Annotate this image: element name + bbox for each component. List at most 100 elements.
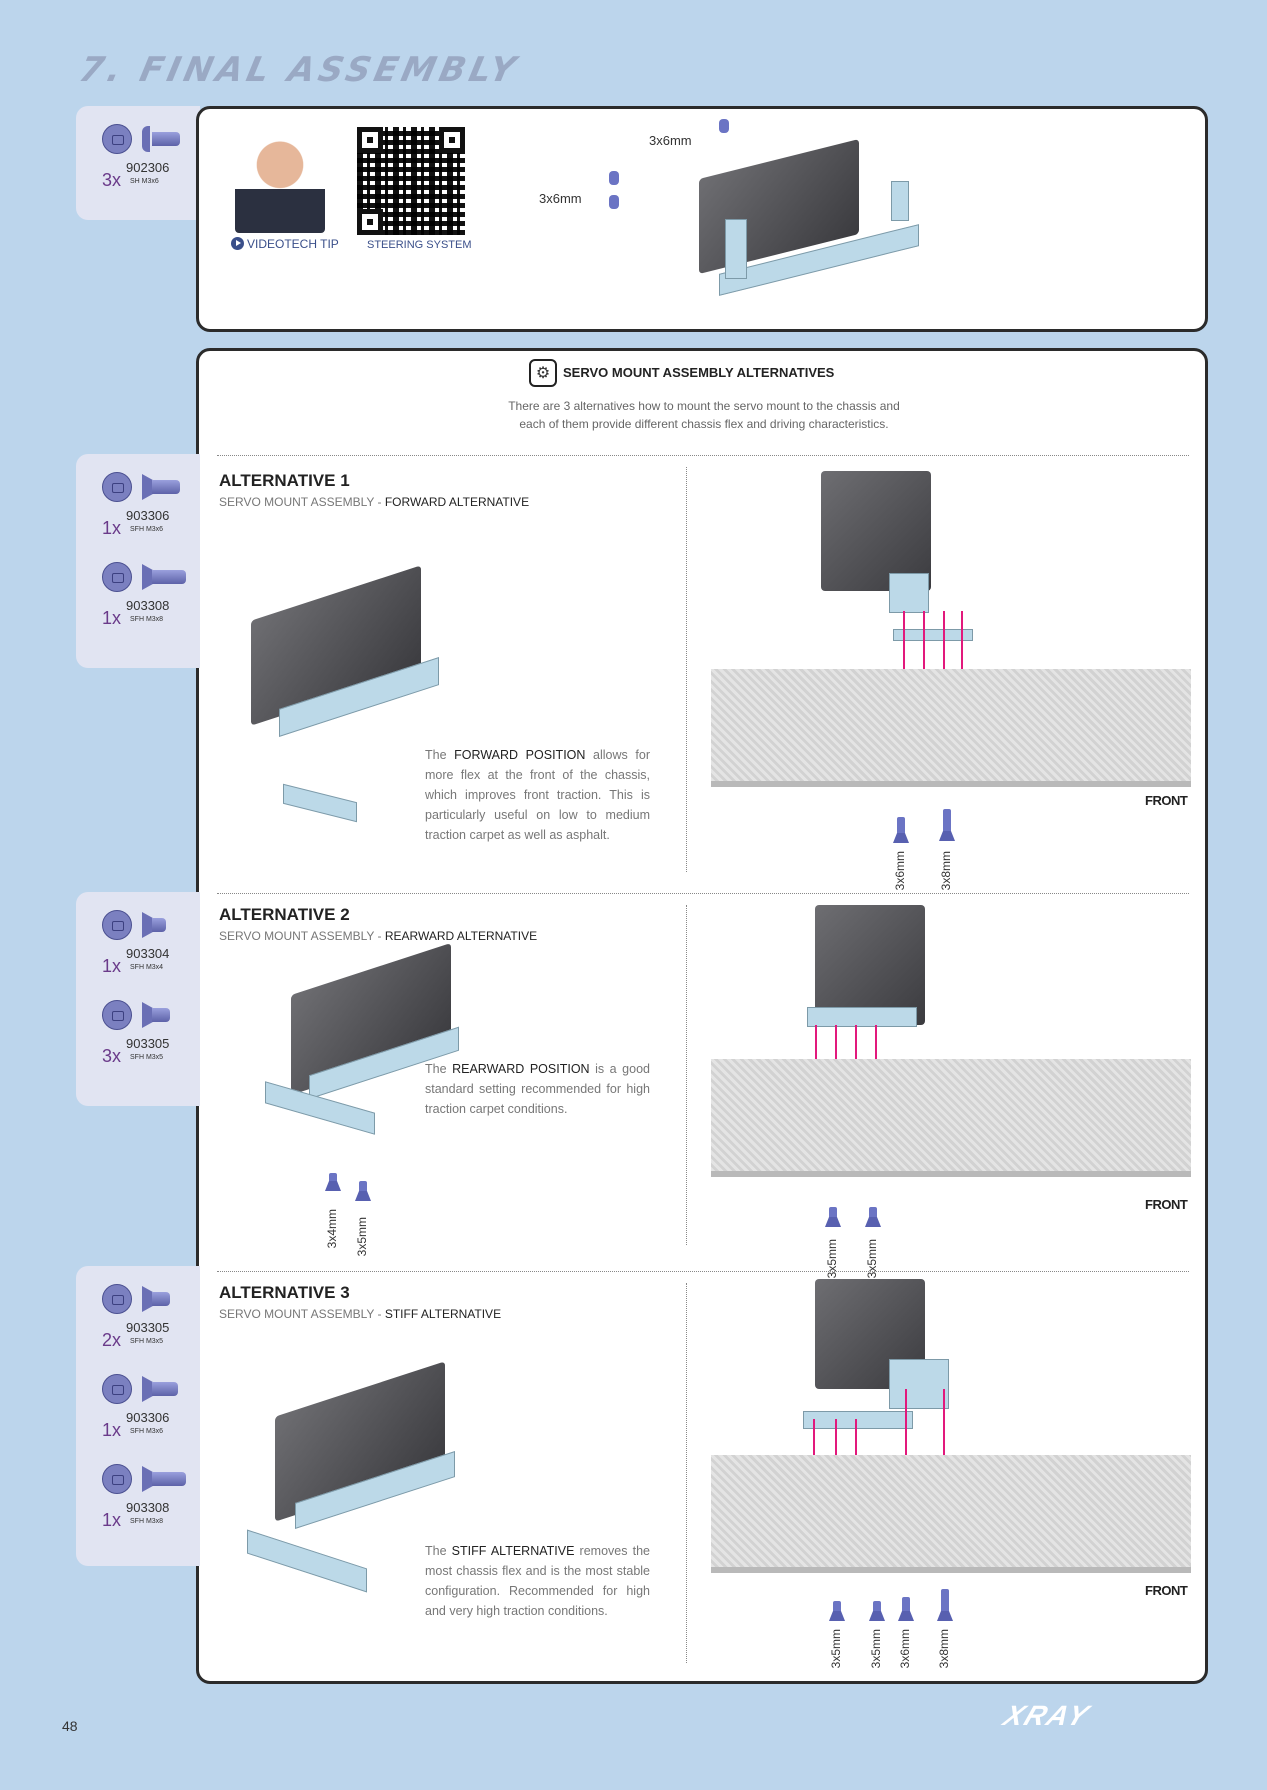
alternative-3: ALTERNATIVE 3 SERVO MOUNT ASSEMBLY - STI… xyxy=(199,1279,1211,1679)
screw-icon xyxy=(898,1597,914,1625)
part-spec: SFH M3x6 xyxy=(130,1428,164,1435)
screw-size-label: 3x6mm xyxy=(893,851,907,891)
part-item: 3x 903305 SFH M3x5 xyxy=(84,994,192,1084)
page-number: 48 xyxy=(62,1718,78,1734)
part-item: 1x 903306 SFH M3x6 xyxy=(84,1368,192,1458)
part-number: 903306 xyxy=(126,508,170,523)
section-title: SERVO MOUNT ASSEMBLY ALTERNATIVES xyxy=(563,365,835,381)
parts-list-alt2: 1x 903304 SFH M3x4 3x 903305 SFH M3x5 xyxy=(76,892,200,1106)
part-qty: 1x xyxy=(102,1510,122,1530)
screw-icon xyxy=(937,1589,953,1621)
screw-side-icon xyxy=(142,564,186,590)
screw-size-label: 3x6mm xyxy=(649,133,692,148)
section-intro: There are 3 alternatives how to mount th… xyxy=(439,397,969,433)
play-icon xyxy=(231,237,244,250)
screw-side-icon xyxy=(142,474,182,500)
arrow-icon xyxy=(903,611,905,709)
page-title: 7. FINAL ASSEMBLY xyxy=(75,50,523,90)
mount-spacer-icon xyxy=(247,1529,367,1593)
mount-spacer-icon xyxy=(803,1411,913,1429)
intro-line: each of them provide different chassis f… xyxy=(519,417,889,431)
alternative-1: ALTERNATIVE 1 SERVO MOUNT ASSEMBLY - FOR… xyxy=(199,463,1211,893)
screw-side-icon xyxy=(142,1376,182,1402)
screw-icon xyxy=(869,1601,885,1629)
alternative-title: ALTERNATIVE 1 xyxy=(219,471,350,490)
intro-line: There are 3 alternatives how to mount th… xyxy=(508,399,900,413)
part-qty: 1x xyxy=(102,956,122,976)
countersunk-screw-head-icon xyxy=(102,1374,132,1404)
part-qty: 3x xyxy=(102,170,122,190)
countersunk-screw-head-icon xyxy=(102,562,132,592)
servo-mount-icon xyxy=(889,1359,949,1409)
column-divider xyxy=(686,905,687,1245)
screw-size-label: 3x5mm xyxy=(355,1217,369,1257)
screw-size-label: 3x5mm xyxy=(829,1629,843,1669)
divider xyxy=(217,1271,1189,1272)
divider xyxy=(217,893,1189,894)
arrow-icon xyxy=(943,1389,945,1499)
screw-side-icon xyxy=(142,1002,182,1028)
part-qty: 1x xyxy=(102,608,122,628)
servo-assembly-illustration: 3x6mm 3x6mm xyxy=(539,119,1099,319)
servo-icon xyxy=(821,471,931,591)
screw-size-label: 3x5mm xyxy=(865,1239,879,1279)
screw-icon xyxy=(609,171,619,185)
screw-icon xyxy=(325,1173,341,1201)
alternative-subtitle: SERVO MOUNT ASSEMBLY - REARWARD ALTERNAT… xyxy=(219,929,538,943)
part-qty: 1x xyxy=(102,518,122,538)
video-tech-tip-link[interactable]: VIDEOTECH TIP xyxy=(231,237,339,251)
mount-spacer-icon xyxy=(893,629,973,641)
countersunk-screw-head-icon xyxy=(102,1464,132,1494)
alternative-title: ALTERNATIVE 3 xyxy=(219,1283,350,1302)
part-spec: SFH M3x6 xyxy=(130,526,164,533)
screw-size-label: 3x5mm xyxy=(825,1239,839,1279)
part-spec: SH M3x6 xyxy=(130,178,159,185)
part-qty: 3x xyxy=(102,1046,122,1066)
screw-icon xyxy=(825,1207,841,1235)
alternative-subtitle: SERVO MOUNT ASSEMBLY - STIFF ALTERNATIVE xyxy=(219,1307,502,1321)
countersunk-screw-head-icon xyxy=(102,910,132,940)
part-qty: 2x xyxy=(102,1330,122,1350)
chassis-plate xyxy=(711,669,1191,787)
servo-icon xyxy=(815,905,925,1025)
section-header: ⚙ SERVO MOUNT ASSEMBLY ALTERNATIVES xyxy=(529,359,949,387)
front-label: FRONT xyxy=(1145,793,1188,808)
front-label: FRONT xyxy=(1145,1197,1188,1212)
screw-size-label: 3x5mm xyxy=(869,1629,883,1669)
parts-list-alt1: 1x 903306 SFH M3x6 1x 903308 SFH M3x8 xyxy=(76,454,200,668)
video-tip-label: VIDEOTECH TIP xyxy=(247,237,339,251)
part-spec: SFH M3x5 xyxy=(130,1054,164,1061)
alternative-2: ALTERNATIVE 2 SERVO MOUNT ASSEMBLY - REA… xyxy=(199,901,1211,1278)
alternatives-panel: ⚙ SERVO MOUNT ASSEMBLY ALTERNATIVES There… xyxy=(196,348,1208,1684)
alternative-subtitle: SERVO MOUNT ASSEMBLY - FORWARD ALTERNATI… xyxy=(219,495,530,509)
technician-photo xyxy=(235,123,325,233)
column-divider xyxy=(686,1283,687,1663)
screw-size-label: 3x4mm xyxy=(325,1209,339,1249)
alternative-title: ALTERNATIVE 2 xyxy=(219,905,350,924)
chassis-plate xyxy=(711,1455,1191,1573)
alternative-description: The REARWARD POSITION is a good standard… xyxy=(425,1062,650,1116)
part-item: 1x 903308 SFH M3x8 xyxy=(84,1458,192,1548)
part-item: 1x 903304 SFH M3x4 xyxy=(84,904,192,994)
arrow-icon xyxy=(943,611,945,709)
settings-gear-icon: ⚙ xyxy=(529,359,557,387)
screw-size-label: 3x6mm xyxy=(539,191,582,206)
screw-icon xyxy=(939,809,955,841)
mount-post-icon xyxy=(725,219,747,279)
part-number: 903305 xyxy=(126,1036,170,1051)
part-qty: 1x xyxy=(102,1420,122,1440)
countersunk-screw-head-icon xyxy=(102,472,132,502)
qr-caption: STEERING SYSTEM xyxy=(367,239,472,251)
countersunk-screw-head-icon xyxy=(102,1000,132,1030)
screw-size-label: 3x8mm xyxy=(939,851,953,891)
screw-side-icon xyxy=(142,1286,182,1312)
part-number: 902306 xyxy=(126,160,170,175)
screw-size-label: 3x6mm xyxy=(898,1629,912,1669)
part-number: 903304 xyxy=(126,946,170,961)
part-number: 903305 xyxy=(126,1320,170,1335)
screw-icon xyxy=(609,195,619,209)
arrow-icon xyxy=(961,611,963,709)
screw-icon xyxy=(829,1601,845,1629)
qr-code[interactable] xyxy=(357,127,465,235)
part-item: 1x 903308 SFH M3x8 xyxy=(84,556,192,646)
